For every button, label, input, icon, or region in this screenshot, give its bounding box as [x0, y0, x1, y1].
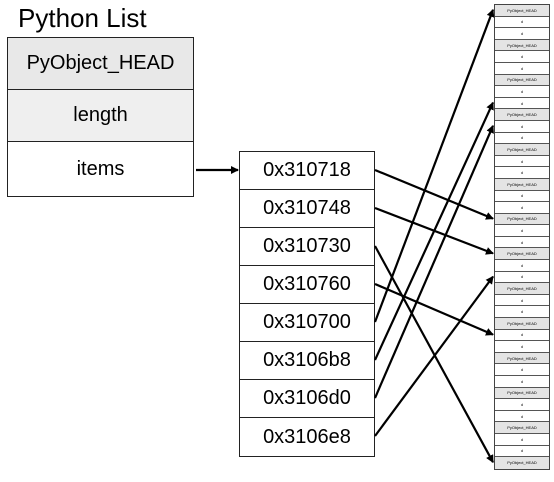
pointer-arrow: [373, 8, 495, 323]
pointer-arrow: [374, 282, 494, 336]
memory-value-cell: d: [495, 133, 549, 145]
pointer-cell: 0x3106d0: [240, 380, 374, 418]
struct-field-length: length: [8, 90, 193, 142]
struct-field-pyobject-head: PyObject_HEAD: [8, 38, 193, 90]
memory-value-cell: d: [495, 202, 549, 214]
memory-object-cell: PyObject_HEAD: [495, 248, 549, 261]
python-list-struct: PyObject_HEAD length items: [7, 37, 194, 197]
memory-value-cell: d: [495, 446, 549, 458]
memory-value-cell: d: [495, 237, 549, 249]
pointer-arrow: [374, 168, 494, 220]
memory-value-cell: d: [495, 260, 549, 272]
memory-object-cell: PyObject_HEAD: [495, 422, 549, 434]
memory-value-cell: d: [495, 121, 549, 133]
memory-value-cell: d: [495, 167, 549, 179]
pointer-arrow: [374, 275, 494, 437]
memory-object-cell: PyObject_HEAD: [495, 74, 549, 87]
memory-object-cell: PyObject_HEAD: [495, 178, 549, 191]
pointer-cell: 0x310718: [240, 152, 374, 190]
memory-value-cell: d: [495, 17, 549, 29]
memory-value-cell: d: [495, 191, 549, 203]
diagram-title: Python List: [18, 3, 147, 33]
memory-object-cell: PyObject_HEAD: [495, 387, 549, 400]
items-pointer-array: 0x310718 0x310748 0x310730 0x310760 0x31…: [239, 151, 375, 457]
memory-object-cell: PyObject_HEAD: [495, 39, 549, 52]
memory-value-cell: d: [495, 434, 549, 446]
pointer-cell: 0x310760: [240, 266, 374, 304]
memory-value-cell: d: [495, 28, 549, 40]
pointer-arrow: [373, 124, 495, 399]
memory-object-cell: PyObject_HEAD: [495, 352, 549, 365]
memory-value-cell: d: [495, 330, 549, 342]
pointer-cell: 0x310730: [240, 228, 374, 266]
memory-value-cell: d: [495, 306, 549, 319]
memory-value-cell: d: [495, 63, 549, 75]
struct-field-items: items: [76, 157, 125, 180]
memory-object-cell: PyObject_HEAD: [495, 457, 549, 469]
memory-value-cell: d: [495, 51, 549, 63]
memory-value-cell: d: [495, 86, 549, 98]
memory-value-cell: d: [495, 411, 549, 423]
memory-value-cell: d: [495, 376, 549, 388]
memory-value-cell: d: [495, 272, 549, 284]
memory-object-cell: PyObject_HEAD: [495, 318, 549, 330]
memory-value-cell: d: [495, 225, 549, 237]
pointer-arrow: [374, 101, 494, 361]
memory-object-cell: PyObject_HEAD: [495, 213, 549, 226]
pointer-cell: 0x310700: [240, 304, 374, 342]
memory-object-cell: PyObject_HEAD: [495, 144, 549, 156]
pointer-arrow: [374, 245, 494, 464]
memory-value-cell: d: [495, 156, 549, 168]
pointer-cell: 0x3106e8: [263, 425, 351, 448]
pointer-cell: 0x310748: [240, 190, 374, 228]
memory-value-cell: d: [495, 295, 549, 307]
memory-object-cell: PyObject_HEAD: [495, 5, 549, 17]
memory-value-cell: d: [495, 341, 549, 353]
memory-object-cell: PyObject_HEAD: [495, 109, 549, 121]
memory-value-cell: d: [495, 98, 549, 110]
memory-value-cell: d: [495, 399, 549, 411]
memory-object-cell: PyObject_HEAD: [495, 283, 549, 295]
pointer-cell: 0x3106b8: [240, 342, 374, 380]
memory-value-cell: d: [495, 364, 549, 376]
